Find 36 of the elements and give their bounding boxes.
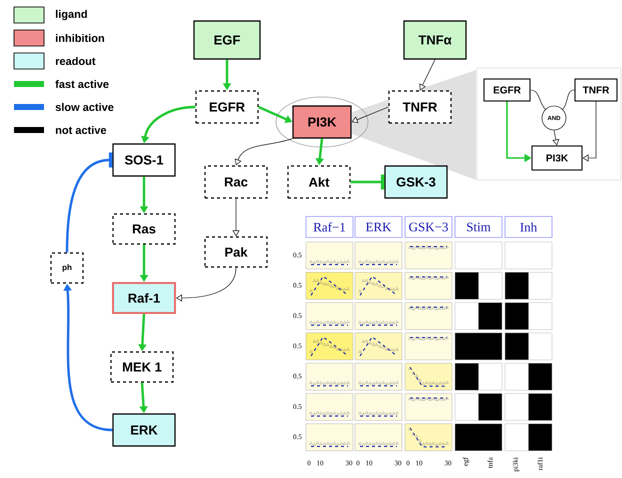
column-header: Stim xyxy=(454,216,502,238)
protein-box: TNFR xyxy=(388,90,452,124)
readout-box: GSK-3 xyxy=(384,165,448,199)
arrow xyxy=(234,138,293,166)
ligand-box: EGF xyxy=(193,20,261,60)
legend-label: inhibition xyxy=(56,34,104,42)
legend-label: fast active xyxy=(55,80,109,88)
readout-box: ERK xyxy=(112,413,176,447)
arrow xyxy=(419,59,436,90)
protein-box: TNFR xyxy=(574,78,618,102)
legend-label: ligand xyxy=(56,10,87,20)
arrow xyxy=(66,152,112,252)
arrow xyxy=(350,174,384,190)
inhibition-box: PI3K xyxy=(292,105,352,139)
column-header: Inh xyxy=(504,216,552,238)
legend-label: readout xyxy=(56,56,96,66)
arrow xyxy=(582,101,596,162)
readout-box: Raf-1 xyxy=(112,282,176,314)
protein-box: EGFR xyxy=(484,78,530,102)
protein-box: Rac xyxy=(204,165,268,199)
ligand-box: TNFα xyxy=(403,20,467,60)
protein-box: EGFR xyxy=(195,90,259,124)
arrow xyxy=(176,267,236,302)
protein-box: Akt xyxy=(287,165,351,199)
legend-label: slow active xyxy=(56,102,114,112)
column-header: ERK xyxy=(354,216,402,238)
arrow xyxy=(352,106,389,124)
legend-label: not active xyxy=(56,126,106,134)
protein-box: Ras xyxy=(112,213,176,245)
protein-box: PI3K xyxy=(532,146,582,170)
protein-box: SOS-1 xyxy=(112,143,176,177)
column-header: GSK−3 xyxy=(404,216,452,238)
protein-box: ph xyxy=(50,252,84,284)
column-header: Raf−1 xyxy=(306,216,354,238)
protein-box: Pak xyxy=(204,236,268,268)
protein-box: MEK 1 xyxy=(110,351,174,383)
